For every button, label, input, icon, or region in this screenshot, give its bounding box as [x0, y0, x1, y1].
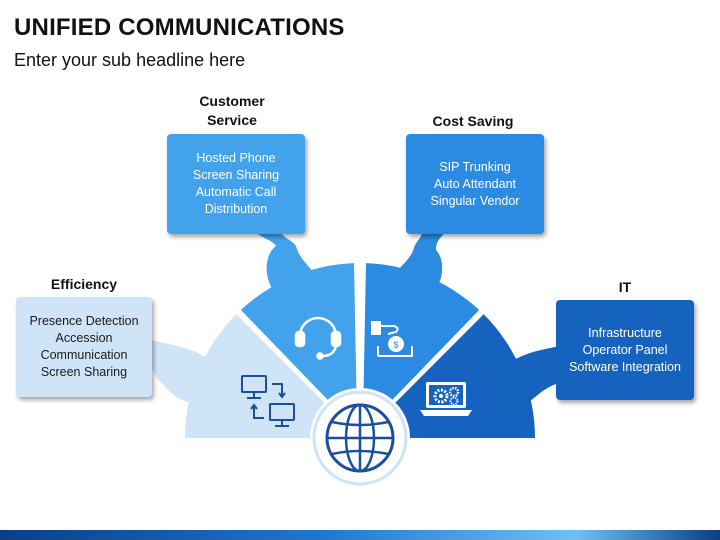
- list-item: Communication: [40, 348, 128, 362]
- list-item: Operator Panel: [582, 342, 668, 357]
- it-heading: IT: [618, 279, 632, 295]
- efficiency-heading: Efficiency: [50, 276, 118, 292]
- svg-text:$: $: [393, 340, 398, 350]
- page-title: UNIFIED COMMUNICATIONS: [14, 14, 345, 41]
- list-item: Distribution: [204, 202, 268, 216]
- list-item: Automatic Call: [195, 185, 277, 199]
- list-item: Infrastructure: [588, 325, 662, 340]
- list-item: Singular Vendor: [430, 193, 520, 208]
- list-item: Screen Sharing: [40, 365, 128, 379]
- customer-service-box: Hosted Phone Screen Sharing Automatic Ca…: [167, 134, 305, 234]
- page-subtitle: Enter your sub headline here: [14, 50, 246, 70]
- globe-icon: [312, 390, 408, 486]
- network-transfer-icon: [241, 375, 295, 427]
- list-item: Accession: [55, 331, 113, 345]
- cost-saving-box: SIP Trunking Auto Attendant Singular Ven…: [406, 134, 544, 234]
- list-item: SIP Trunking: [439, 159, 511, 174]
- list-item: Screen Sharing: [192, 168, 280, 182]
- list-item: Presence Detection: [29, 314, 139, 328]
- list-item: Auto Attendant: [433, 176, 516, 191]
- cost-saving-heading: Cost Saving: [432, 113, 514, 129]
- it-box: Infrastructure Operator Panel Software I…: [556, 300, 694, 400]
- customer-service-heading: Customer Service: [199, 93, 265, 128]
- footer-bar: [0, 530, 720, 540]
- efficiency-box: Presence Detection Accession Communicati…: [16, 297, 152, 397]
- list-item: Hosted Phone: [196, 151, 276, 165]
- hand-coin-icon: $: [371, 321, 413, 357]
- laptop-gears-icon: [420, 382, 472, 416]
- segment-cost-saving: [363, 263, 480, 400]
- headset-icon: [294, 316, 342, 360]
- list-item: Software Integration: [569, 359, 681, 374]
